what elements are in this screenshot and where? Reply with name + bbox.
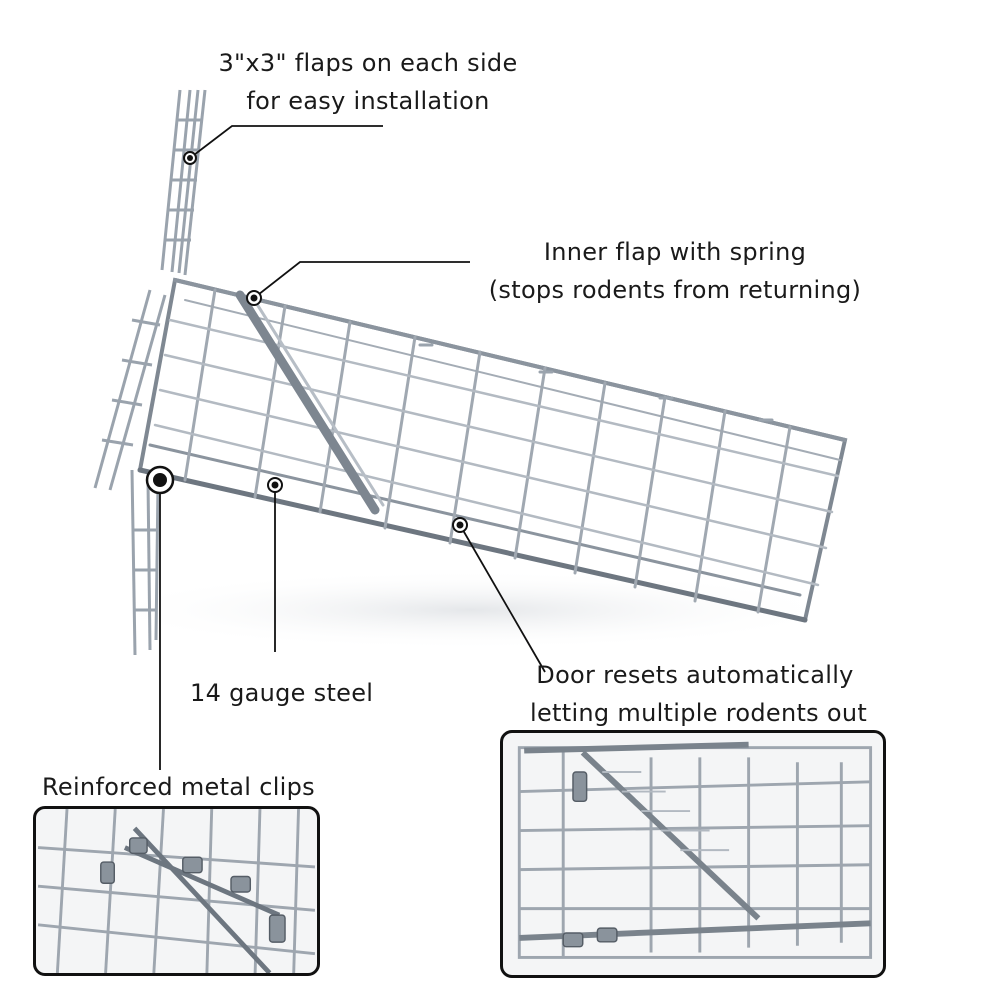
callout-line-flaps bbox=[189, 125, 383, 159]
callout-clips-text: Reinforced metal clips bbox=[42, 768, 315, 806]
callout-door-line2: letting multiple rodents out bbox=[530, 699, 868, 727]
inset-metal-clips-photo bbox=[33, 806, 320, 976]
callout-inner-flap-line2: (stops rodents from returning) bbox=[488, 276, 862, 304]
callout-line-inner-flap bbox=[253, 261, 470, 299]
callout-door-line1: Door resets automatically bbox=[536, 661, 854, 689]
door-closeup-drawing bbox=[517, 741, 873, 959]
lower-side-flap bbox=[130, 469, 160, 656]
callout-flaps-line1: 3"x3" flaps on each side bbox=[218, 49, 518, 77]
callout-clips-line1: Reinforced metal clips bbox=[42, 773, 315, 801]
callout-lines bbox=[159, 125, 546, 770]
callout-inner-flap-text: Inner flap with spring (stops rodents fr… bbox=[485, 233, 865, 309]
inset-door-reset-photo bbox=[500, 730, 886, 978]
callout-inner-flap-line1: Inner flap with spring bbox=[543, 238, 807, 266]
callout-door-text: Door resets automatically letting multip… bbox=[530, 656, 868, 732]
callout-flaps-text: 3"x3" flaps on each side for easy instal… bbox=[218, 44, 518, 120]
callout-line-door bbox=[459, 524, 546, 673]
callout-steel-text: 14 gauge steel bbox=[190, 674, 374, 712]
left-end-flap bbox=[93, 289, 167, 491]
callout-markers bbox=[145, 151, 468, 533]
trap-cage bbox=[137, 277, 848, 623]
upper-side-flap bbox=[160, 89, 207, 276]
floor-shadow bbox=[90, 570, 850, 650]
callout-flaps-line2: for easy installation bbox=[246, 87, 490, 115]
callout-steel-line1: 14 gauge steel bbox=[190, 679, 374, 707]
clips-closeup-drawing bbox=[37, 809, 316, 973]
